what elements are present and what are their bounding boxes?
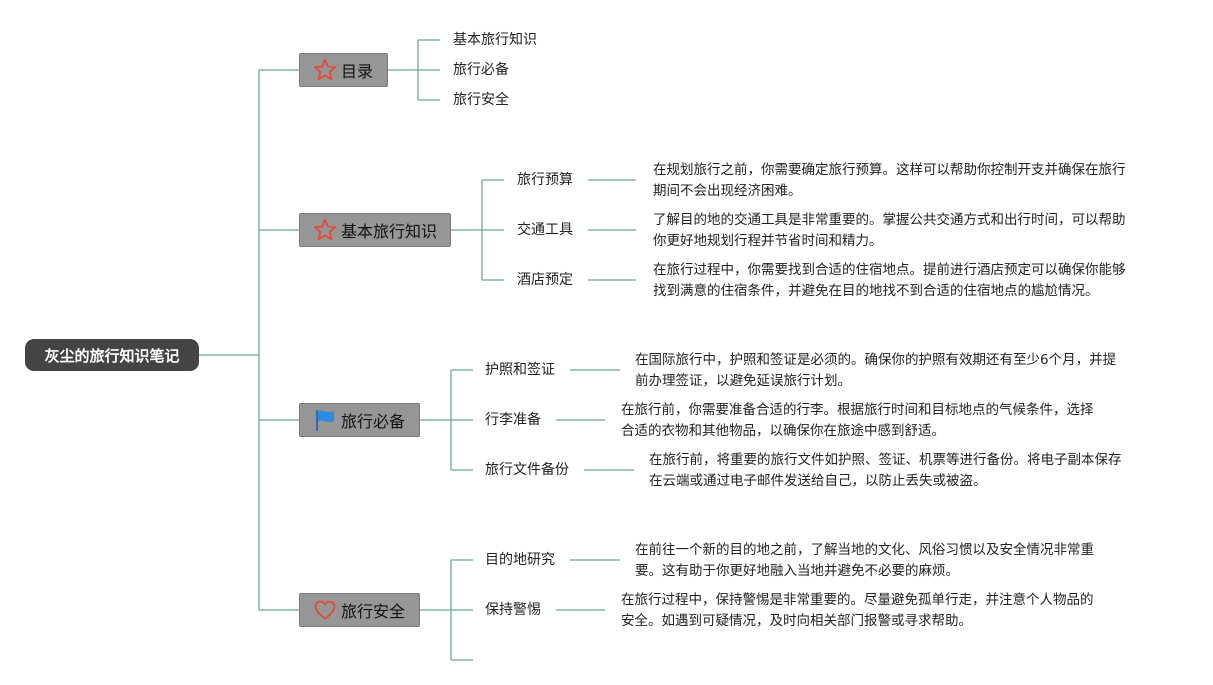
topic-luggage[interactable]: 行李准备 [485,412,541,428]
root-topic[interactable]: 灰尘的旅行知识笔记 [25,339,199,371]
note-stay-alert: 在旅行过程中，保持警惕是非常重要的。尽量避免孤单行走，并注意个人物品的安全。如遇… [621,592,1094,629]
branch-safety[interactable]: 旅行安全 [299,593,420,627]
topic-hotel-booking[interactable]: 酒店预定 [517,272,573,288]
note-hotel-booking: 在旅行过程中，你需要找到合适的住宿地点。提前进行酒店预定可以确保你能够找到满意的… [653,262,1126,299]
note-document-backup: 在旅行前，将重要的旅行文件如护照、签证、机票等进行备份。将电子副本保存在云端或通… [649,452,1122,489]
note-travel-budget: 在规划旅行之前，你需要确定旅行预算。这样可以帮助你控制开支并确保在旅行期间不会出… [653,162,1126,199]
toc-item-essentials[interactable]: 旅行必备 [453,62,509,78]
blue-flag-icon [312,407,338,433]
root-title: 灰尘的旅行知识笔记 [44,346,180,365]
topic-travel-budget[interactable]: 旅行预算 [517,172,573,188]
branch-basic-knowledge[interactable]: 基本旅行知识 [299,213,451,247]
branch-title: 基本旅行知识 [341,222,438,241]
topic-destination-research[interactable]: 目的地研究 [485,552,555,568]
note-transportation: 了解目的地的交通工具是非常重要的。掌握公共交通方式和出行时间，可以帮助你更好地规… [653,212,1126,249]
branch-essentials[interactable]: 旅行必备 [299,403,420,437]
branch-title: 目录 [341,62,374,81]
topic-passport-visa[interactable]: 护照和签证 [485,362,555,378]
note-destination-research: 在前往一个新的目的地之前，了解当地的文化、风俗习惯以及安全情况非常重要。这有助于… [635,542,1094,579]
star-outline-icon [312,217,338,243]
topic-document-backup[interactable]: 旅行文件备份 [485,462,569,478]
note-passport-visa: 在国际旅行中，护照和签证是必须的。确保你的护照有效期还有至少6个月，并提前办理签… [635,352,1117,389]
note-luggage: 在旅行前，你需要准备合适的行李。根据旅行时间和目标地点的气候条件，选择合适的衣物… [621,402,1094,439]
branch-title: 旅行必备 [341,412,406,431]
star-outline-icon [312,57,338,83]
topic-transportation[interactable]: 交通工具 [517,222,573,238]
toc-item-basic-knowledge[interactable]: 基本旅行知识 [453,32,537,48]
branch-contents[interactable]: 目录 [299,53,388,87]
branch-title: 旅行安全 [341,602,406,621]
toc-item-safety[interactable]: 旅行安全 [453,92,509,108]
topic-stay-alert[interactable]: 保持警惕 [485,602,541,618]
heart-outline-icon [312,597,338,623]
